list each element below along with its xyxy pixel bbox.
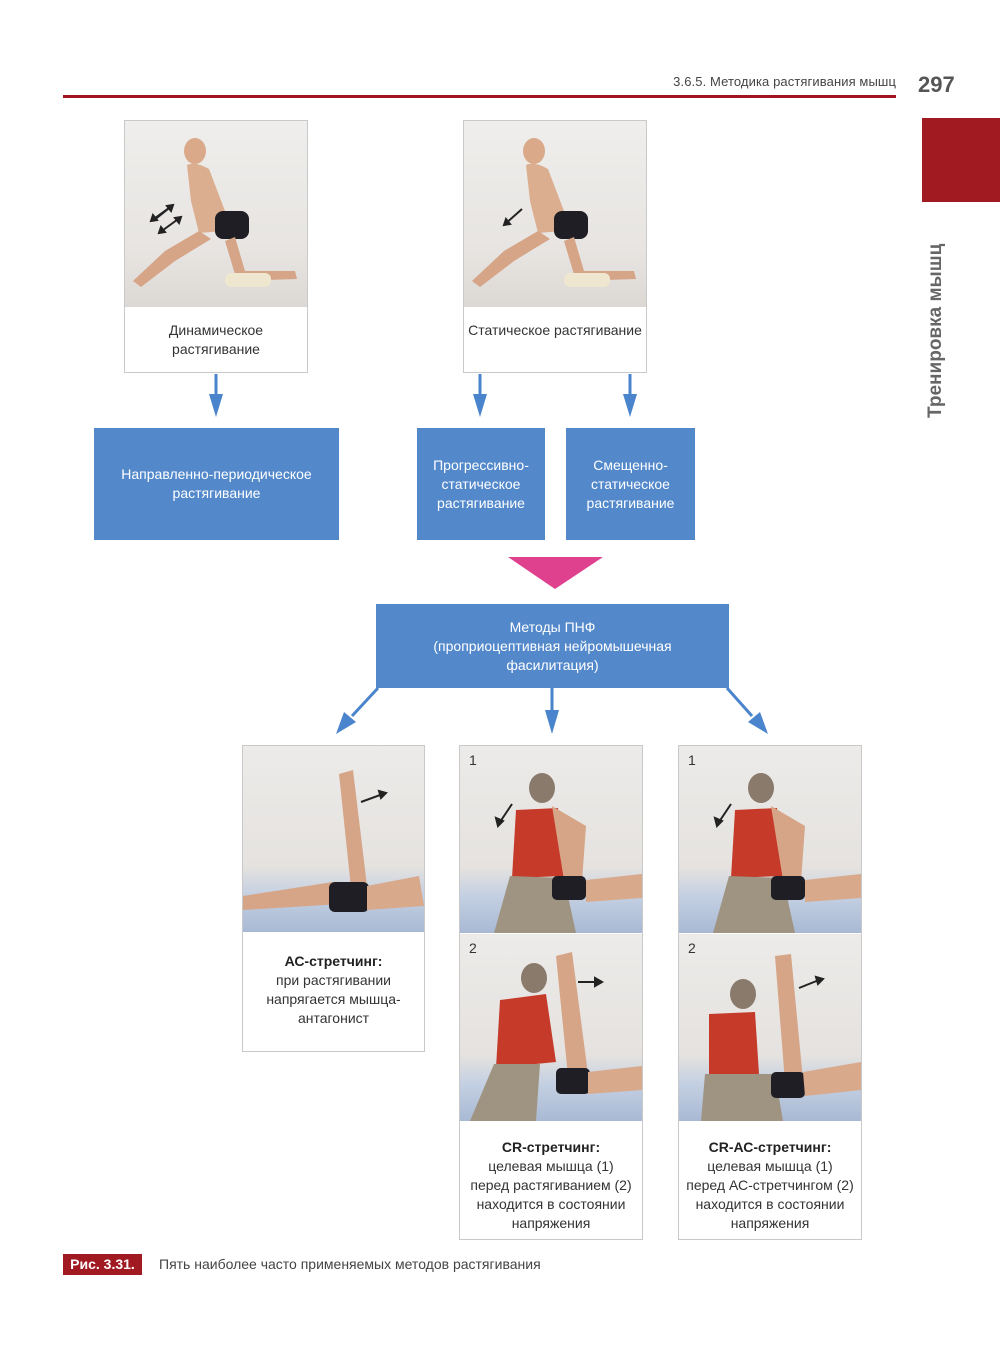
photo-ac-stretching [243, 746, 424, 932]
step-number: 1 [688, 752, 696, 768]
step-number: 2 [469, 940, 477, 956]
caption-text: Динамическое растягивание [168, 322, 264, 357]
photo-static-stretching [464, 121, 646, 307]
card-cr-ac-stretching: 1 2 CR-АС-стретчинг: целев [678, 745, 862, 1240]
caption-line: напряжения [511, 1215, 591, 1231]
card-static-stretching: Статическое растягивание [463, 120, 647, 373]
step-number: 1 [469, 752, 477, 768]
partner-stretch-figure-icon [470, 952, 642, 1121]
photo-cr-step-1: 1 [460, 746, 642, 934]
card-cr-stretching: 1 2 CR-стретчинг: целевая [459, 745, 643, 1240]
arrow-pnf-to-crac [725, 687, 768, 734]
leg-raise-figure-icon [243, 770, 424, 912]
card-caption: АС-стретчинг: при растягивании напрягает… [243, 932, 424, 1028]
card-caption: Статическое растягивание [464, 307, 646, 340]
caption-line: напрягается мышца- [266, 991, 401, 1007]
pnf-subtitle: (проприоцептивная нейромышечная фасилита… [433, 637, 672, 673]
box-label: Смещенно-статическое растягивание [586, 456, 675, 511]
photo-crac-step-2: 2 [679, 934, 861, 1121]
photo-crac-step-1: 1 [679, 746, 861, 934]
photo-dynamic-stretching [125, 121, 307, 307]
card-caption: Динамическое растягивание [125, 307, 307, 359]
box-pnf-methods: Методы ПНФ (проприоцептивная нейромышечн… [376, 604, 729, 688]
box-label: Направленно-периодическое растягивание [121, 466, 312, 501]
pnf-title: Методы ПНФ [509, 618, 596, 635]
caption-line: находится в состоянии [476, 1196, 626, 1212]
card-ac-stretching: АС-стретчинг: при растягивании напрягает… [242, 745, 425, 1052]
section-title: 3.6.5. Методика растягивания мышц [673, 74, 896, 89]
caption-line: перед АС-стретчингом (2) [686, 1177, 854, 1193]
caption-text: Статическое растягивание [468, 322, 642, 338]
card-caption: CR-стретчинг: целевая мышца (1) перед ра… [460, 1121, 642, 1233]
caption-title: АС-стретчинг: [284, 953, 383, 969]
arrow-static-to-shifted [623, 374, 637, 417]
caption-line: антагонист [297, 1010, 370, 1026]
kneeling-stretch-figure-icon [133, 138, 297, 287]
partner-stretch-figure-icon [701, 954, 861, 1121]
caption-title: CR-АС-стретчинг: [708, 1139, 832, 1155]
arrow-pnf-to-cr [545, 688, 559, 734]
partner-stretch-figure-icon [713, 773, 861, 933]
box-directed-periodic-stretching: Направленно-периодическое растягивание [94, 428, 339, 540]
figure-label: Рис. 3.31. [63, 1254, 142, 1275]
caption-line: перед растягиванием (2) [470, 1177, 632, 1193]
caption-line: находится в состоянии [695, 1196, 845, 1212]
photo-cr-step-2: 2 [460, 934, 642, 1121]
page-number: 297 [918, 72, 955, 97]
card-caption: CR-АС-стретчинг: целевая мышца (1) перед… [679, 1121, 861, 1233]
partner-stretch-figure-icon [494, 773, 642, 933]
box-shifted-static-stretching: Смещенно-статическое растягивание [566, 428, 695, 540]
arrow-static-to-progressive [473, 374, 487, 417]
kneeling-stretch-figure-icon [472, 138, 636, 287]
figure-caption-text: Пять наиболее часто применяемых методов … [159, 1256, 541, 1272]
caption-line: при растягивании [275, 972, 391, 988]
caption-title: CR-стретчинг: [501, 1139, 601, 1155]
step-number: 2 [688, 940, 696, 956]
pink-down-triangle-icon [508, 557, 603, 589]
card-dynamic-stretching: Динамическое растягивание [124, 120, 308, 373]
chapter-tab-marker [922, 118, 1000, 202]
caption-line: целевая мышца (1) [488, 1158, 614, 1174]
box-progressive-static-stretching: Прогрессивно-статическое растягивание [417, 428, 545, 540]
caption-line: напряжения [730, 1215, 810, 1231]
arrow-pnf-to-ac [336, 686, 380, 734]
header-divider [63, 95, 896, 98]
box-label: Прогрессивно-статическое растягивание [433, 456, 529, 511]
arrow-dynamic-to-directed [209, 374, 223, 417]
caption-line: целевая мышца (1) [707, 1158, 833, 1174]
